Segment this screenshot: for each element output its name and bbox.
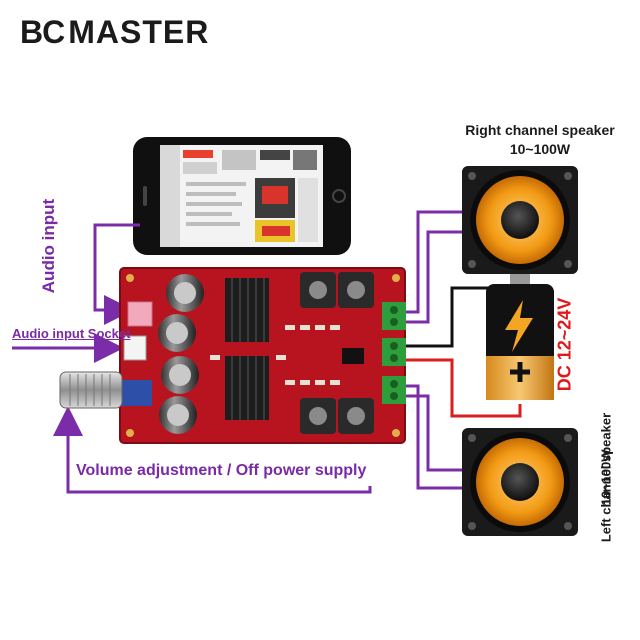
volume-wire [53, 406, 372, 494]
audio-input-socket [127, 301, 153, 327]
ic-chip [342, 348, 364, 364]
left-speaker-wires [406, 384, 462, 490]
right-speaker [462, 166, 578, 274]
left-speaker-power: 10~100W [598, 449, 614, 506]
right-speaker-power: 10~100W [509, 141, 571, 157]
screw-terminals [382, 302, 406, 404]
logo-master: MASTER [68, 14, 210, 50]
potentiometer-body [118, 380, 152, 406]
battery [486, 274, 554, 400]
audio-input-socket-label: Audio input Socket [12, 326, 131, 341]
volume-knob [59, 371, 123, 409]
volume-adjustment-label: Volume adjustment / Off power supply [76, 462, 367, 479]
capacitors [158, 274, 204, 434]
power-wires [406, 286, 522, 418]
audio-input-label: Audio input [39, 198, 58, 294]
amplifier-board [59, 267, 406, 444]
left-speaker [462, 428, 578, 536]
audio-input-wire [93, 223, 140, 325]
dc-supply-label: DC 12~24V [554, 297, 575, 392]
smartphone [133, 137, 351, 255]
white-connector [123, 335, 147, 361]
right-speaker-wires [406, 210, 462, 324]
logo-bc: BC [20, 14, 65, 50]
right-speaker-title: Right channel speaker [465, 122, 615, 138]
plus-icon [510, 362, 530, 382]
phone-home-button [332, 189, 346, 203]
lightning-icon [505, 300, 533, 352]
